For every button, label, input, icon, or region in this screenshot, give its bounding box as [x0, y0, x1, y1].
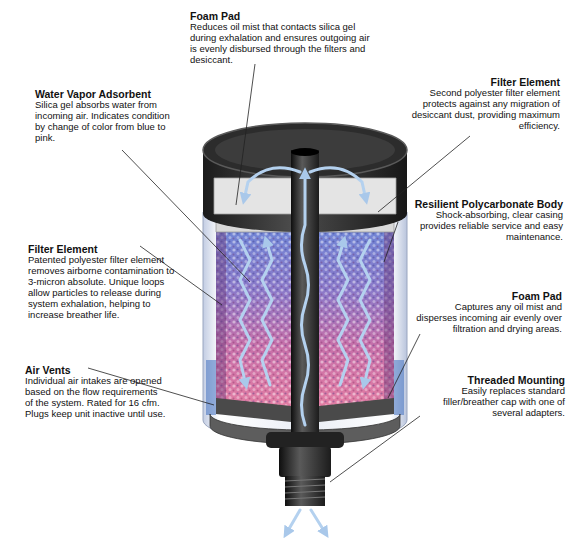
callout-text: Individual air intakes are opened based … [25, 376, 167, 420]
mount-thread [285, 476, 325, 506]
silica-granules [216, 226, 291, 410]
airflow-arrow [286, 510, 300, 534]
callout: Water Vapor AdsorbentSilica gel absorbs … [35, 88, 175, 144]
callout-heading: Foam Pad [190, 10, 370, 22]
airflow-arrow [244, 168, 300, 200]
standpipe-opening [291, 148, 319, 156]
standpipe [291, 150, 319, 442]
casing-label-band [206, 360, 216, 415]
callout-heading: Threaded Mounting [415, 374, 565, 386]
callout-text: Patented polyester filter element remove… [28, 255, 178, 321]
leader-line [384, 222, 398, 262]
airflow-arrow [310, 168, 366, 200]
airflow-arrow [240, 240, 250, 385]
silica-granules [319, 226, 394, 410]
desiccant-chamber [216, 226, 291, 410]
airflow-arrow [302, 172, 309, 425]
leader-line [236, 64, 255, 205]
callout-heading: Water Vapor Adsorbent [35, 88, 175, 100]
callout: Filter ElementSecond polyester filter el… [395, 76, 560, 132]
airflow-arrow [338, 240, 348, 385]
callout-text: Second polyester filter element protects… [395, 88, 560, 132]
callout-heading: Filter Element [28, 243, 178, 255]
center-tube [291, 148, 319, 442]
callout-heading: Air Vents [25, 364, 167, 376]
callout: Filter ElementPatented polyester filter … [28, 243, 178, 321]
callout: Resilient Polycarbonate BodyShock-absorb… [398, 198, 563, 243]
threaded-mount [266, 432, 344, 506]
airflow-arrow [360, 240, 370, 385]
callout-text: Easily replaces standard filler/breather… [415, 386, 565, 419]
filter-element [384, 226, 394, 402]
callout-text: Silica gel absorbs water from incoming a… [35, 100, 175, 144]
mount-hex [279, 447, 331, 477]
callout-heading: Filter Element [395, 76, 560, 88]
callout-text: Shock-absorbing, clear casing provides r… [398, 210, 563, 243]
callout: Air VentsIndividual air intakes are open… [25, 364, 167, 420]
callout-text: Captures any oil mist and disperses inco… [412, 302, 562, 335]
callout-heading: Resilient Polycarbonate Body [398, 198, 563, 210]
leader-line [330, 416, 420, 482]
mount-collar [266, 432, 344, 448]
callout-heading: Foam Pad [412, 290, 562, 302]
callout: Threaded MountingEasily replaces standar… [415, 374, 565, 419]
airflow-arrows [240, 168, 370, 534]
leader-line [388, 334, 420, 398]
airflow-arrow [262, 240, 272, 385]
thread-lines [285, 479, 325, 499]
desiccant-chamber [319, 226, 394, 410]
callout: Foam PadCaptures any oil mist and disper… [412, 290, 562, 335]
callout: Foam PadReduces oil mist that contacts s… [190, 10, 370, 66]
airflow-arrow [311, 510, 326, 534]
callout-text: Reduces oil mist that contacts silica ge… [190, 22, 370, 66]
